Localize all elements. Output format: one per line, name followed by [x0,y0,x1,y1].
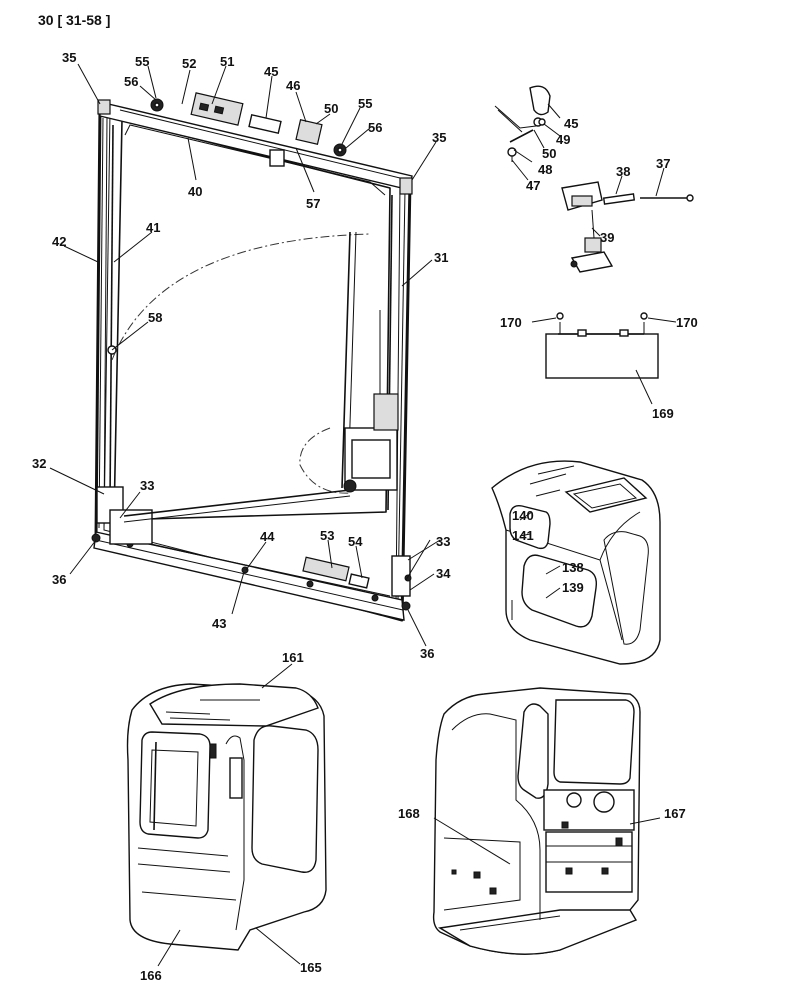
label-33: 33 [140,478,154,493]
label-141: 141 [512,528,534,543]
label-50: 50 [542,146,556,161]
label-36: 36 [420,646,434,661]
label-161: 161 [282,650,304,665]
label-55: 55 [135,54,149,69]
label-170: 170 [500,315,522,330]
label-169: 169 [652,406,674,421]
label-43: 43 [212,616,226,631]
label-48: 48 [538,162,552,177]
label-57: 57 [306,196,320,211]
label-166: 166 [140,968,162,983]
label-138: 138 [562,560,584,575]
label-170: 170 [676,315,698,330]
label-54: 54 [348,534,363,549]
label-53: 53 [320,528,334,543]
label-168: 168 [398,806,420,821]
label-33: 33 [436,534,450,549]
label-34: 34 [436,566,451,581]
label-32: 32 [32,456,46,471]
label-35: 35 [62,50,76,65]
label-51: 51 [220,54,234,69]
label-42: 42 [52,234,66,249]
leader-lines [49,63,677,967]
label-40: 40 [188,184,202,199]
cab-exterior-view [126,683,327,951]
label-49: 49 [556,132,570,147]
label-55: 55 [358,96,372,111]
label-56: 56 [124,74,138,89]
label-50: 50 [324,101,338,116]
label-44: 44 [260,529,275,544]
latch-hardware-detail [494,85,694,273]
label-35: 35 [432,130,446,145]
label-167: 167 [664,806,686,821]
label-46: 46 [286,78,300,93]
page-title: 30 [ 31-58 ] [38,12,110,28]
label-36: 36 [52,572,66,587]
label-139: 139 [562,580,584,595]
label-45: 45 [564,116,578,131]
label-41: 41 [146,220,160,235]
label-38: 38 [616,164,630,179]
panel-169-detail [545,312,659,379]
label-31: 31 [434,250,448,265]
label-45: 45 [264,64,278,79]
label-52: 52 [182,56,196,71]
label-165: 165 [300,960,322,975]
window-frame-assembly [91,92,413,622]
cab-small-view [491,460,661,665]
part-labels: 35 55 56 52 51 45 46 50 55 56 35 40 57 4… [32,50,698,983]
label-47: 47 [526,178,540,193]
label-56: 56 [368,120,382,135]
label-140: 140 [512,508,534,523]
cab-interior-view [432,687,641,955]
label-37: 37 [656,156,670,171]
label-39: 39 [600,230,614,245]
label-58: 58 [148,310,162,325]
